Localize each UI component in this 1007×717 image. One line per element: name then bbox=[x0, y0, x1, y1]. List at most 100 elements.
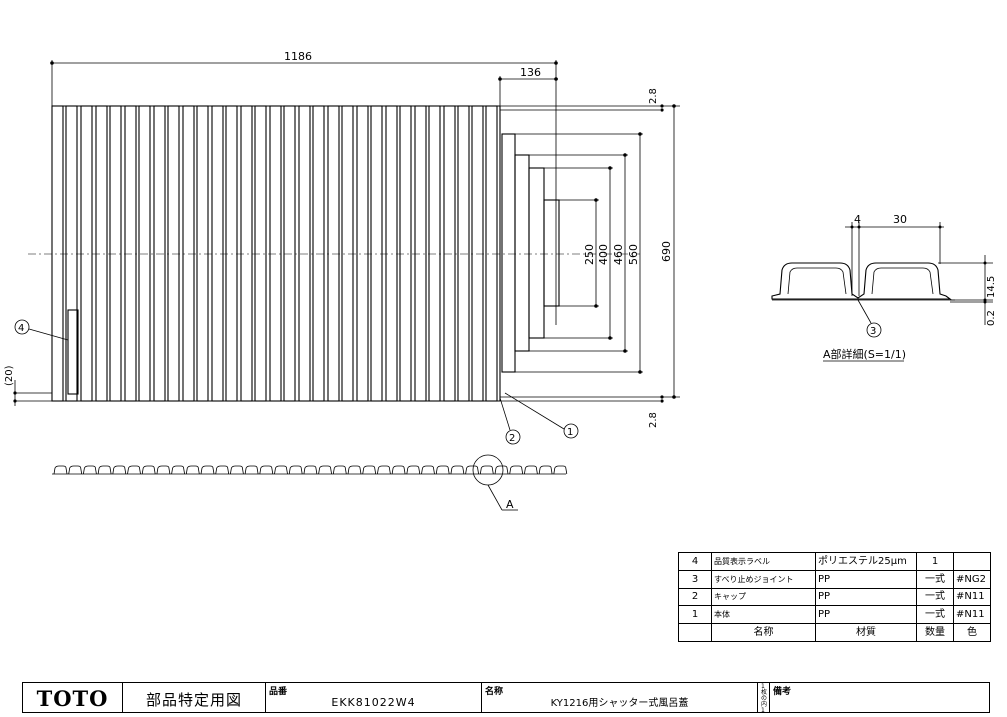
title-block: TOTO 部品特定用図 品番 EKK81022W4 名称 KY1216用シャッタ… bbox=[22, 682, 990, 714]
slat bbox=[399, 105, 412, 402]
strip-bump bbox=[185, 465, 200, 475]
parts-cell-name: すべり止めジョイント bbox=[711, 569, 816, 589]
parts-cell-no: 2 bbox=[678, 587, 712, 607]
strip-bump bbox=[538, 465, 553, 475]
strip-bump bbox=[303, 465, 318, 475]
strip-bump bbox=[171, 465, 185, 475]
strip-bump bbox=[391, 465, 406, 475]
slat bbox=[485, 105, 498, 402]
parts-list-header: 名称 材質 数量 色 bbox=[678, 623, 991, 642]
product-name: KY1216用シャッター式風呂蓋 bbox=[550, 698, 689, 709]
parts-cell-color bbox=[953, 552, 991, 571]
strip-bump bbox=[141, 465, 156, 475]
dim-460: 460 bbox=[612, 244, 625, 265]
dim-136: 136 bbox=[520, 66, 541, 79]
strip-bump bbox=[421, 465, 435, 475]
quality-label-part bbox=[67, 309, 79, 395]
dim-top-2-8: 2.8 bbox=[648, 88, 659, 104]
cap-outer bbox=[501, 133, 516, 373]
strip-bump bbox=[259, 465, 274, 475]
slat bbox=[298, 105, 311, 402]
dim-detail-30: 30 bbox=[893, 213, 907, 226]
dim-400: 400 bbox=[597, 244, 610, 265]
parts-cell-name: キャップ bbox=[711, 587, 816, 607]
section-strip bbox=[53, 465, 568, 475]
parts-cell-color: #N11 bbox=[953, 587, 991, 607]
slat bbox=[80, 105, 93, 402]
parts-cell-color: #N11 bbox=[953, 605, 991, 625]
parts-cell-name: 本体 bbox=[711, 605, 816, 625]
strip-bump bbox=[68, 465, 83, 475]
parts-cell-qty: 一式 bbox=[916, 587, 954, 607]
strip-bump bbox=[244, 465, 259, 475]
strip-bump bbox=[362, 465, 377, 475]
parts-cell-name: 品質表示ラベル bbox=[711, 552, 816, 571]
strip-bump bbox=[112, 465, 127, 475]
slat bbox=[269, 105, 282, 402]
slat bbox=[211, 105, 224, 402]
balloon-4: 4 bbox=[18, 323, 24, 334]
strip-bump bbox=[553, 465, 568, 475]
drawing-title: 部品特定用図 bbox=[145, 691, 242, 709]
slat bbox=[240, 105, 253, 402]
dim-560: 560 bbox=[627, 244, 640, 265]
slat bbox=[138, 105, 151, 402]
slat bbox=[167, 105, 180, 402]
dim-250: 250 bbox=[583, 244, 596, 265]
slat bbox=[95, 105, 108, 402]
detail-a: 4 30 14.5 0.2 3 A部詳細(S=1/1) bbox=[771, 213, 997, 362]
slat bbox=[153, 105, 166, 402]
part-no-label: 品番 bbox=[269, 687, 288, 697]
strip-bump bbox=[215, 465, 230, 475]
slat bbox=[370, 105, 383, 402]
strip-bump bbox=[318, 465, 332, 475]
strip-bump bbox=[288, 465, 303, 475]
slat bbox=[124, 105, 137, 402]
slat bbox=[196, 105, 209, 402]
slat bbox=[312, 105, 325, 402]
slat bbox=[341, 105, 354, 402]
strip-bump bbox=[524, 465, 538, 475]
slat bbox=[327, 105, 340, 402]
toto-logo: TOTO bbox=[36, 686, 109, 711]
dim-bottom-2-8: 2.8 bbox=[648, 412, 659, 428]
parts-cell-no: 4 bbox=[678, 552, 712, 571]
strip-bump bbox=[230, 465, 244, 475]
balloon-2: 2 bbox=[509, 433, 515, 444]
strip-bump bbox=[200, 465, 215, 475]
cap-step-3 bbox=[543, 199, 560, 307]
parts-cell-no: 3 bbox=[678, 569, 712, 589]
cap-step-2 bbox=[528, 167, 545, 339]
strip-bump bbox=[450, 465, 465, 475]
sheet-count: 1枚の内1 bbox=[761, 683, 768, 714]
parts-cell-qty: 一式 bbox=[916, 605, 954, 625]
parts-cell-material: PP bbox=[815, 605, 917, 625]
header-color: 色 bbox=[953, 623, 991, 642]
slat bbox=[356, 105, 369, 402]
dim-1186: 1186 bbox=[284, 50, 312, 63]
strip-bump bbox=[479, 465, 494, 475]
slat bbox=[182, 105, 195, 402]
slat bbox=[385, 105, 398, 402]
strip-bump bbox=[274, 465, 288, 475]
remarks-label: 備考 bbox=[773, 687, 792, 697]
slat bbox=[225, 105, 238, 402]
cap-step-1 bbox=[514, 154, 530, 352]
cover-slats bbox=[51, 105, 501, 402]
strip-bump bbox=[53, 465, 68, 475]
slat bbox=[254, 105, 267, 402]
slat bbox=[51, 105, 64, 402]
strip-bump bbox=[83, 465, 97, 475]
slat bbox=[443, 105, 456, 402]
balloon-1: 1 bbox=[567, 427, 573, 438]
section-marker-a: A bbox=[506, 498, 514, 511]
name-label: 名称 bbox=[485, 687, 504, 697]
slat bbox=[457, 105, 470, 402]
slat bbox=[471, 105, 484, 402]
strip-bump bbox=[377, 465, 391, 475]
